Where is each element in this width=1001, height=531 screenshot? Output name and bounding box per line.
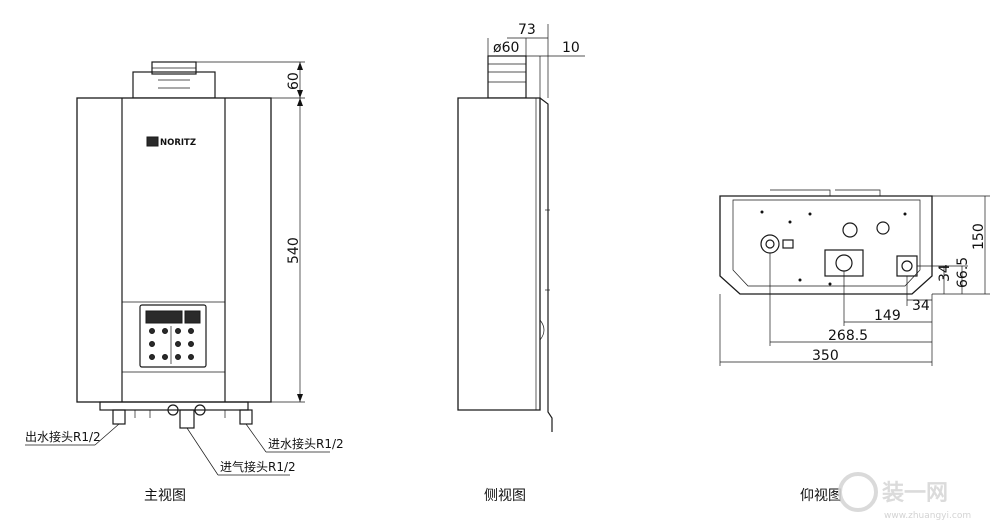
dim-66-5: 66.5 (955, 257, 971, 288)
dim-flue-diameter: ø60 (493, 40, 519, 56)
side-flue-pipe (487, 55, 527, 99)
dim-height-540: 540 (286, 237, 302, 264)
dim-top-60: 60 (286, 72, 302, 90)
water-in-label: 进水接头R1/2 (268, 436, 344, 451)
control-button (149, 341, 155, 347)
dim-149: 149 (874, 308, 901, 324)
dim-34-vertical: 34 (937, 264, 953, 282)
front-view: NORITZ (25, 61, 344, 504)
water-out-label: 出水接头R1/2 (25, 429, 101, 444)
front-connectors (99, 401, 253, 429)
watermark-brand: 装一网 (882, 481, 948, 506)
dim-depth-150: 150 (971, 223, 987, 250)
dim-34-horizontal: 34 (912, 298, 930, 314)
bottom-view-caption: 仰视图 (800, 488, 842, 504)
dim-flue-offset-73: 73 (518, 22, 536, 38)
dim-width-350: 350 (812, 348, 839, 364)
control-button (188, 354, 194, 360)
control-button (175, 328, 181, 334)
control-button (175, 341, 181, 347)
watermark-logo-icon (838, 472, 878, 512)
brand-logo-mark (146, 136, 159, 147)
control-button (188, 341, 194, 347)
gas-in-label: 进气接头R1/2 (220, 459, 296, 474)
control-button (162, 328, 168, 334)
control-button (149, 328, 155, 334)
control-button (149, 354, 155, 360)
front-flue-adapter (132, 71, 216, 99)
side-view-caption: 侧视图 (484, 488, 526, 504)
watermark-url: www.zhuangyi.com (884, 511, 971, 521)
side-casing (457, 97, 541, 411)
front-casing (76, 97, 272, 403)
bottom-view: 150 66.5 34 34 149 268.5 350 仰视图 (719, 189, 990, 504)
brand-logo-text: NORITZ (160, 138, 196, 148)
water-out-connector (112, 409, 126, 425)
bottom-casing (719, 195, 933, 295)
water-in-connector (239, 409, 253, 425)
display-screen (145, 310, 183, 324)
control-button (162, 354, 168, 360)
control-panel (139, 304, 207, 368)
side-view: ø60 73 10 侧视图 (457, 22, 585, 504)
watermark: 装一网 www.zhuangyi.com (838, 472, 971, 521)
control-button (188, 328, 194, 334)
front-view-caption: 主视图 (144, 488, 186, 504)
brand-logo: NORITZ (146, 136, 196, 148)
dim-268-5: 268.5 (828, 328, 868, 344)
control-button (175, 354, 181, 360)
dim-gap-10: 10 (562, 40, 580, 56)
gas-in-connector (179, 409, 195, 429)
